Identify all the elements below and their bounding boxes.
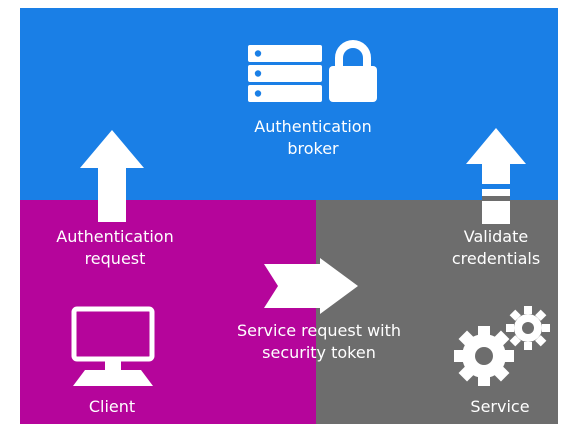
- lock-icon: [329, 40, 377, 102]
- auth-request-arrow-icon: [80, 130, 144, 222]
- service-request-arrow-icon: [264, 258, 358, 314]
- validate-label: Validate credentials: [451, 227, 541, 268]
- validate-arrow-icon: [466, 128, 526, 224]
- service-request-label: Service request with security token: [236, 321, 402, 362]
- computer-monitor-icon: [71, 306, 155, 386]
- broker-label: Authentication broker: [254, 117, 372, 158]
- client-panel: [20, 200, 316, 424]
- server-icon: [248, 45, 322, 102]
- service-panel: [316, 200, 558, 424]
- client-label: Client: [88, 397, 136, 416]
- auth-request-label: Authentication request: [56, 227, 174, 268]
- service-label: Service: [470, 397, 530, 416]
- diagram-frame: Authentication broker Authentication req…: [20, 8, 558, 424]
- gears-icon: [454, 306, 550, 386]
